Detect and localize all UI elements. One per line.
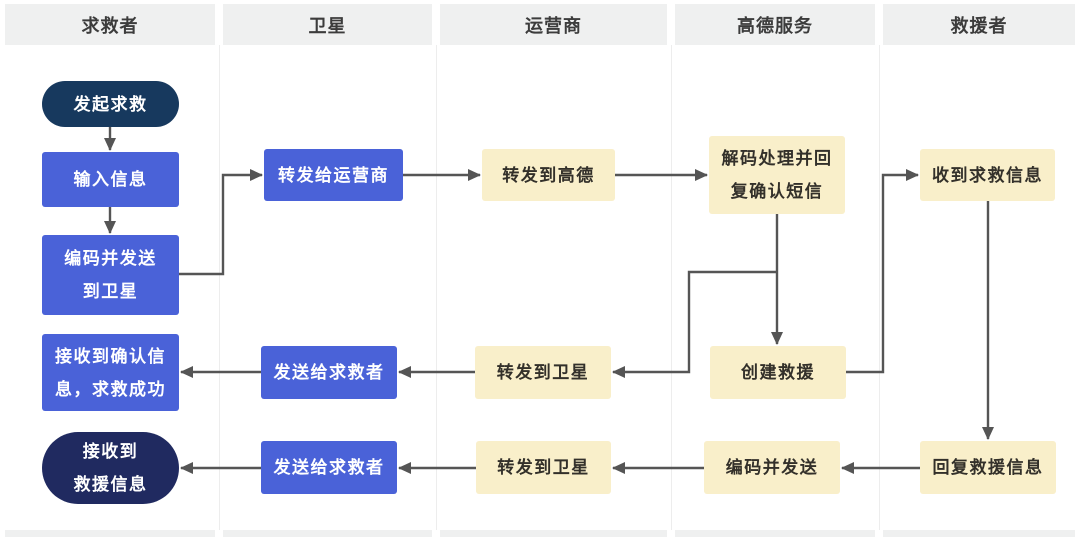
node-label: 转发到高德 bbox=[502, 165, 595, 185]
lane-header-satellite: 卫星 bbox=[223, 4, 432, 45]
lane-divider bbox=[879, 45, 880, 530]
node-send-to-seeker-mid: 发送给求救者 bbox=[261, 346, 397, 399]
node-receive-sos-info: 收到求救信息 bbox=[920, 149, 1055, 201]
node-label: 息，求救成功 bbox=[55, 379, 166, 399]
edge-createrescue-to-receivesos bbox=[846, 169, 919, 374]
node-label: 收到求救信息 bbox=[932, 165, 1043, 185]
lane-footer bbox=[5, 530, 215, 537]
node-label: 输入信息 bbox=[73, 170, 148, 189]
lane-footer bbox=[675, 530, 875, 537]
node-forward-to-satellite-bottom: 转发到卫星 bbox=[476, 441, 611, 494]
node-initiate-sos: 发起求救 bbox=[42, 81, 179, 127]
node-send-to-seeker-bottom: 发送给求救者 bbox=[261, 441, 397, 494]
node-receive-confirmation: 接收到确认信 息，求救成功 bbox=[42, 334, 179, 411]
node-label: 编码并发送 bbox=[725, 458, 819, 477]
node-forward-to-satellite-mid: 转发到卫星 bbox=[475, 346, 611, 399]
node-label: 发起求救 bbox=[73, 94, 148, 114]
node-label: 转发到卫星 bbox=[497, 458, 590, 477]
node-label: 发送给求救者 bbox=[273, 458, 385, 477]
lane-divider bbox=[219, 45, 220, 530]
node-label: 解码处理并回 bbox=[721, 149, 833, 168]
lane-header-carrier: 运营商 bbox=[440, 4, 667, 45]
node-label: 回复救援信息 bbox=[932, 458, 1044, 477]
lane-footer bbox=[883, 530, 1075, 537]
node-decode-and-reply-sms: 解码处理并回 复确认短信 bbox=[709, 136, 845, 214]
node-receive-rescue-info: 接收到 救援信息 bbox=[42, 432, 179, 504]
lane-footer bbox=[223, 530, 432, 537]
node-label: 转发给运营商 bbox=[278, 165, 389, 185]
node-label: 接收到确认信 bbox=[55, 346, 166, 366]
node-reply-rescue-info: 回复救援信息 bbox=[920, 441, 1056, 494]
node-label: 到卫星 bbox=[82, 282, 139, 301]
node-label: 接收到 bbox=[82, 442, 139, 461]
node-label: 发送给求救者 bbox=[273, 363, 385, 382]
node-forward-to-carrier: 转发给运营商 bbox=[264, 149, 403, 201]
node-label: 复确认短信 bbox=[730, 182, 824, 201]
node-label: 转发到卫星 bbox=[496, 363, 590, 382]
lane-footer bbox=[440, 530, 667, 537]
node-input-info: 输入信息 bbox=[42, 152, 179, 207]
lane-divider bbox=[671, 45, 672, 530]
lane-header-rescuer: 救援者 bbox=[883, 4, 1075, 45]
node-label: 创建救援 bbox=[741, 363, 815, 382]
lane-divider bbox=[436, 45, 437, 530]
node-label: 编码并发送 bbox=[64, 249, 157, 268]
lane-header-seeker: 求救者 bbox=[5, 4, 215, 45]
node-forward-to-amap: 转发到高德 bbox=[482, 149, 615, 201]
lane-header-amap: 高德服务 bbox=[675, 4, 875, 45]
node-label: 救援信息 bbox=[73, 475, 148, 494]
node-encode-send-to-satellite: 编码并发送 到卫星 bbox=[42, 235, 179, 315]
node-create-rescue: 创建救援 bbox=[710, 346, 846, 399]
node-encode-and-send: 编码并发送 bbox=[704, 441, 840, 494]
edge-encode-to-forwardcarrier bbox=[179, 169, 263, 276]
